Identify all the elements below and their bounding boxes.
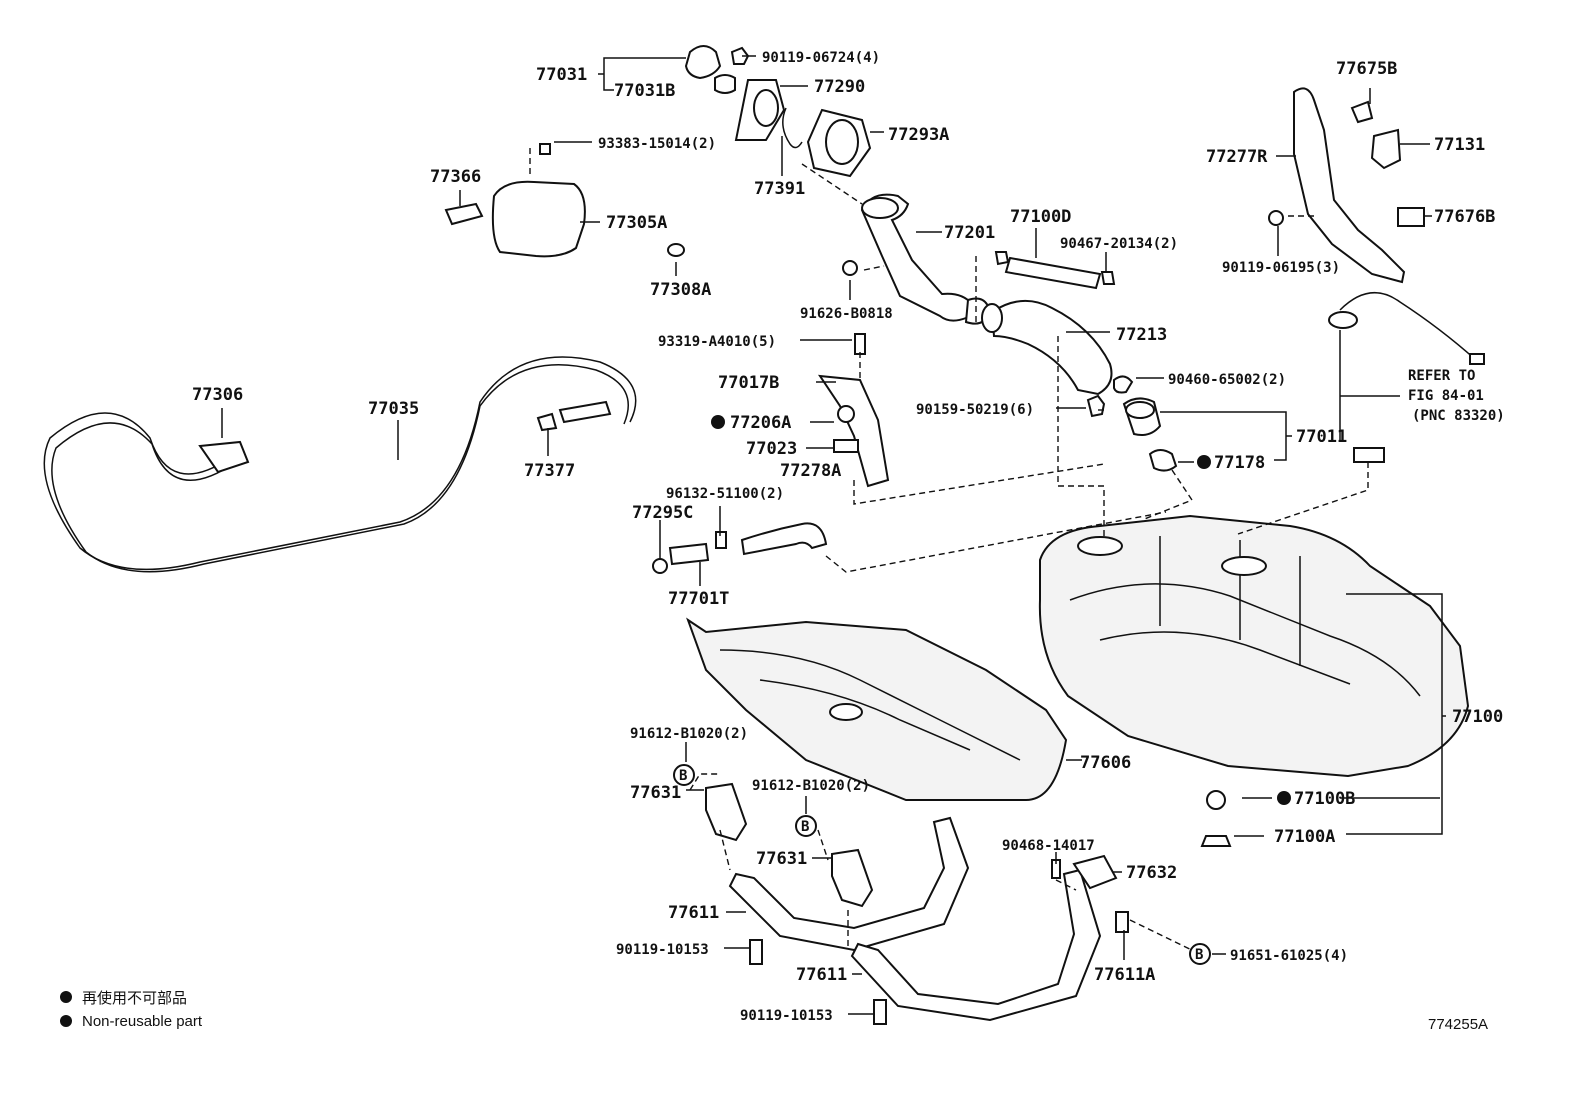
part-label-77035: 77035 (368, 399, 419, 419)
fasteners (539, 143, 1232, 1025)
tank-under-cover (686, 617, 1068, 801)
part-label-91651-61025: 91651-61025(4) (1230, 948, 1348, 964)
part-label-91626-b0818: 91626-B0818 (800, 306, 893, 322)
part-label-77278a: 77278A (780, 461, 841, 481)
part-label-77391: 77391 (754, 179, 805, 199)
assembly-dashed-lines (529, 148, 1369, 955)
part-label-90468-14017: 90468-14017 (1002, 838, 1095, 854)
bullet-icon (60, 991, 72, 1003)
part-label-77206a: 77206A (730, 413, 791, 433)
b-marker-label: B (1195, 947, 1203, 963)
tank-straps (728, 816, 1118, 1022)
part-label-77306: 77306 (192, 385, 243, 405)
part-label-77675b: 77675B (1336, 59, 1397, 79)
part-label-77201: 77201 (944, 223, 995, 243)
part-label-77611-b: 77611 (796, 965, 847, 985)
part-label-90119-06724: 90119-06724(4) (762, 50, 880, 66)
part-label-77676b: 77676B (1434, 207, 1495, 227)
part-label-77131: 77131 (1434, 135, 1485, 155)
legend-row-jp: 再使用不可部品 (60, 985, 202, 1009)
b-marker: B (673, 764, 695, 786)
part-label-77631-a: 77631 (630, 783, 681, 803)
part-label-77031: 77031 (536, 65, 587, 85)
part-label-90159-50219: 90159-50219(6) (916, 402, 1034, 418)
part-label-77293a: 77293A (888, 125, 949, 145)
b-marker: B (795, 815, 817, 837)
part-label-77377: 77377 (524, 461, 575, 481)
part-label-77023: 77023 (746, 439, 797, 459)
part-label-77611-a: 77611 (668, 903, 719, 923)
part-label-77701t: 77701T (668, 589, 729, 609)
part-label-77100a: 77100A (1274, 827, 1335, 847)
non-reusable-marker (1197, 455, 1211, 469)
part-label-91612-b1020-b: 91612-B1020(2) (752, 778, 870, 794)
bullet-icon (60, 1015, 72, 1027)
part-label-77277r: 77277R (1206, 147, 1268, 167)
filler-pipe (860, 193, 992, 325)
breather-hose (994, 251, 1116, 290)
legend-text-en: Non-reusable part (82, 1012, 203, 1030)
part-label-77213: 77213 (1116, 325, 1167, 345)
part-label-77632: 77632 (1126, 863, 1177, 883)
part-label-77178: 77178 (1214, 453, 1265, 473)
fuel-valve (1086, 394, 1178, 472)
part-label-77100: 77100 (1452, 707, 1503, 727)
leader-lines (221, 55, 1446, 1015)
part-label-77366: 77366 (430, 167, 481, 187)
part-label-77290: 77290 (814, 77, 865, 97)
fuel-inlet-cap-group (684, 45, 872, 178)
evap-bracket-group (817, 374, 890, 488)
part-label-91612-b1020-a: 91612-B1020(2) (630, 726, 748, 742)
refer-to-line-1: REFER TO (1408, 368, 1475, 384)
fuel-tank-protector (1268, 87, 1425, 284)
part-label-90119-10153-a: 90119-10153 (616, 942, 709, 958)
fuel-tank (1038, 514, 1470, 778)
part-label-77631-b: 77631 (756, 849, 807, 869)
figure-number: 774255A (1428, 1016, 1489, 1033)
part-label-93319-a4010: 93319-A4010(5) (658, 334, 776, 350)
part-label-77295c: 77295C (632, 503, 693, 523)
strap-brackets (705, 782, 874, 908)
legend-text-jp: 再使用不可部品 (82, 989, 188, 1007)
fuel-sender-gauge (1328, 291, 1485, 463)
part-label-90467-20134: 90467-20134(2) (1060, 236, 1178, 252)
part-label-77017b: 77017B (718, 373, 779, 393)
part-label-77100b: 77100B (1294, 789, 1355, 809)
part-label-77031b: 77031B (614, 81, 675, 101)
part-label-77100d: 77100D (1010, 207, 1071, 227)
fuel-lid-opener-cable (43, 356, 637, 573)
filler-hose (981, 299, 1134, 396)
legend-row-en: Non-reusable part (60, 1009, 202, 1033)
refer-to-line-2: FIG 84-01 (1408, 388, 1484, 404)
vent-hose-group (652, 522, 828, 574)
part-label-96132-51100: 96132-51100(2) (666, 486, 784, 502)
legend: 再使用不可部品 Non-reusable part (60, 985, 202, 1033)
non-reusable-marker (711, 415, 725, 429)
part-label-90460-65002: 90460-65002(2) (1168, 372, 1286, 388)
part-label-77611a: 77611A (1094, 965, 1155, 985)
non-reusable-marker (1277, 791, 1291, 805)
refer-to-line-3: (PNC 83320) (1412, 408, 1505, 424)
part-label-77606: 77606 (1080, 753, 1131, 773)
part-label-77305a: 77305A (606, 213, 667, 233)
b-marker: B (1189, 943, 1211, 965)
part-label-77308a: 77308A (650, 280, 711, 300)
part-label-77011: 77011 (1296, 427, 1347, 447)
b-marker-label: B (801, 819, 809, 835)
part-label-90119-06195: 90119-06195(3) (1222, 260, 1340, 276)
part-label-90119-10153-b: 90119-10153 (740, 1008, 833, 1024)
b-marker-label: B (679, 768, 687, 784)
part-label-93383-15014: 93383-15014(2) (598, 136, 716, 152)
fuel-lid-door (444, 180, 586, 258)
